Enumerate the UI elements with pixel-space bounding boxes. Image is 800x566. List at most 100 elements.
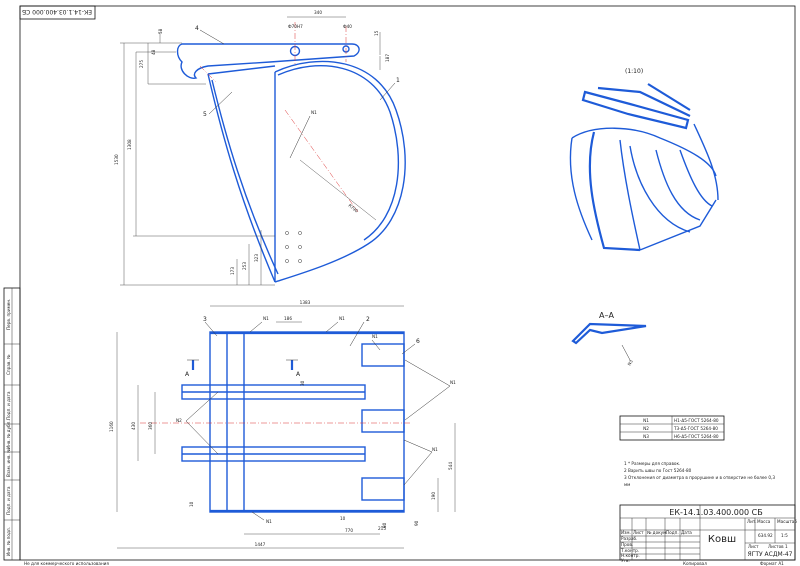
title-block: ЕК-14.1.03.400.000 СБ Ковш ЯГТУ АСДМ-47 …: [619, 504, 797, 566]
section-label: А–А: [599, 311, 614, 320]
dim-1308: 1308: [127, 139, 132, 150]
dim-360: 360: [148, 422, 153, 430]
dim-48: 48: [151, 49, 156, 55]
dim-1530: 1530: [114, 154, 119, 165]
cut-mark-a-right: А: [296, 371, 301, 378]
side-strip: Перв. примен. Справ. № Подп. и дата Инв.…: [3, 287, 21, 561]
dim-bore-70: Ф70Н7: [288, 24, 303, 29]
technical-notes: 1 * Размеры для справок. 2 Варить швы по…: [624, 461, 775, 487]
weld-table-mark-2: N2: [643, 426, 649, 431]
header-mass: Масса: [757, 519, 771, 524]
dim-190: 190: [431, 492, 436, 500]
strip-label-6: Подп. и дата: [6, 486, 11, 515]
weld-n2-plan: N2: [176, 418, 182, 423]
note-3-cont: мм: [624, 482, 630, 487]
dim-90: 90: [414, 520, 419, 526]
drawing-code: ЕК-14.1.03.400.000 СБ: [669, 508, 762, 517]
weld-n1-plan-b: N1: [339, 316, 345, 321]
dim-186-ref: 186: [284, 316, 292, 321]
dim-1447: 1447: [255, 542, 266, 547]
row-sign: Подп.: [666, 530, 679, 535]
header-scale: Масштаб: [777, 519, 797, 524]
dim-253: 253: [242, 262, 247, 270]
weld-n3-section: N3: [627, 359, 634, 367]
dim-770: 770: [345, 528, 353, 533]
isometric-view: (1:10): [569, 68, 719, 252]
callout-5: 5: [203, 111, 207, 118]
strip-label-2: Справ. №: [6, 354, 11, 375]
callout-1: 1: [396, 77, 400, 84]
row-izm: Изм.: [621, 530, 631, 535]
dim-215: 215: [378, 526, 386, 531]
weld-n1-plan-c: N1: [372, 334, 378, 339]
header-lit: Лит.: [747, 519, 757, 524]
dim-10b: 10: [340, 516, 346, 521]
weld-table-mark-1: N1: [643, 418, 649, 423]
role-ncontrol: Н.контр.: [621, 553, 640, 558]
weld-table: N1 Н1-Δ5-ГОСТ 5264-80 N2 Т3-Δ5-ГОСТ 5264…: [619, 415, 725, 441]
weld-table-spec-1: Н1-Δ5-ГОСТ 5264-80: [674, 418, 719, 423]
callout-4: 4: [195, 25, 199, 32]
strip-label-1: Перв. примен.: [6, 299, 11, 330]
dim-187: 187: [385, 54, 390, 62]
dim-30: 30: [300, 380, 305, 386]
role-tcontrol: Т.контр.: [620, 548, 639, 553]
row-list: Лист: [633, 530, 644, 535]
cut-mark-a-left: А: [185, 371, 190, 378]
note-1: 1 * Размеры для справок.: [624, 461, 680, 466]
scale-value: 1:5: [781, 533, 788, 538]
role-approve: Утв.: [621, 558, 630, 563]
strip-label-4: Инв. № дубл.: [6, 420, 11, 449]
callout-2: 2: [366, 316, 370, 323]
weld-table-spec-2: Т3-Δ5-ГОСТ 5264-80: [673, 426, 718, 431]
strip-label-7: Инв. № подл.: [6, 527, 11, 556]
copied-label: Копировал: [683, 561, 707, 566]
dim-1383: 1383: [300, 300, 311, 305]
dim-430: 430: [131, 422, 136, 430]
iso-scale-label: (1:10): [625, 68, 643, 75]
organization: ЯГТУ АСДМ-47: [747, 551, 792, 558]
dim-15: 15: [374, 30, 379, 36]
note-2: 2 Варить швы по Гост 5264-80: [624, 468, 692, 473]
section-a-a: А–А N3: [571, 311, 647, 367]
dim-275: 275: [139, 60, 144, 68]
callout-3: 3: [203, 316, 207, 323]
weld-n1-front: N1: [311, 110, 317, 115]
dim-58: 58: [158, 28, 163, 34]
row-date: Дата: [681, 530, 692, 535]
sheet-border: [19, 5, 796, 561]
dim-bore-40: Ф40: [343, 24, 352, 29]
top-code-text: ЕК-14.1.03.400.000 СБ: [22, 8, 92, 15]
weld-n1-plan-d: N1: [450, 380, 456, 385]
weld-table-mark-3: N3: [643, 434, 649, 439]
weld-n1-plan-e: N1: [432, 447, 438, 452]
weld-table-spec-3: Н6-Δ5-ГОСТ 5264-80: [674, 434, 719, 439]
front-view: 1530 1308 275 48 58 340 Ф70Н7 Ф40 15 187…: [114, 10, 406, 286]
dim-80: 80: [382, 522, 387, 528]
role-check: Пров.: [621, 542, 633, 547]
weld-n1-plan-a: N1: [263, 316, 269, 321]
role-dev: Разраб.: [621, 536, 637, 541]
callout-6: 6: [416, 338, 420, 345]
dim-323: 323: [254, 254, 259, 262]
drawing-title: Ковш: [708, 534, 736, 545]
top-code-box: [19, 5, 96, 20]
note-3: 3 Отклонения от диаметра в прорушине и в…: [624, 475, 775, 480]
header-sheet: Лист: [748, 544, 759, 549]
mass-value: 634.92: [758, 533, 773, 538]
free-use-note: Не для коммерческого использования: [24, 561, 109, 566]
dim-10a: 10: [189, 501, 194, 507]
strip-label-5: Взам. инв. №: [6, 448, 11, 477]
dim-1160: 1160: [109, 421, 114, 432]
dim-340: 340: [314, 10, 322, 15]
strip-label-3: Подп. и дата: [6, 391, 11, 420]
header-sheets: Листов 1: [768, 544, 788, 549]
dim-544: 544: [448, 462, 453, 470]
dim-r790: R790: [347, 203, 359, 214]
dim-173: 173: [230, 267, 235, 275]
row-doc: № докум.: [647, 530, 668, 535]
weld-n1-plan-f: N1: [266, 519, 272, 524]
plan-view: А А 1383 186 1160 430 360 1447 770 544 1…: [109, 300, 456, 549]
format-label: Формат А1: [760, 561, 784, 566]
